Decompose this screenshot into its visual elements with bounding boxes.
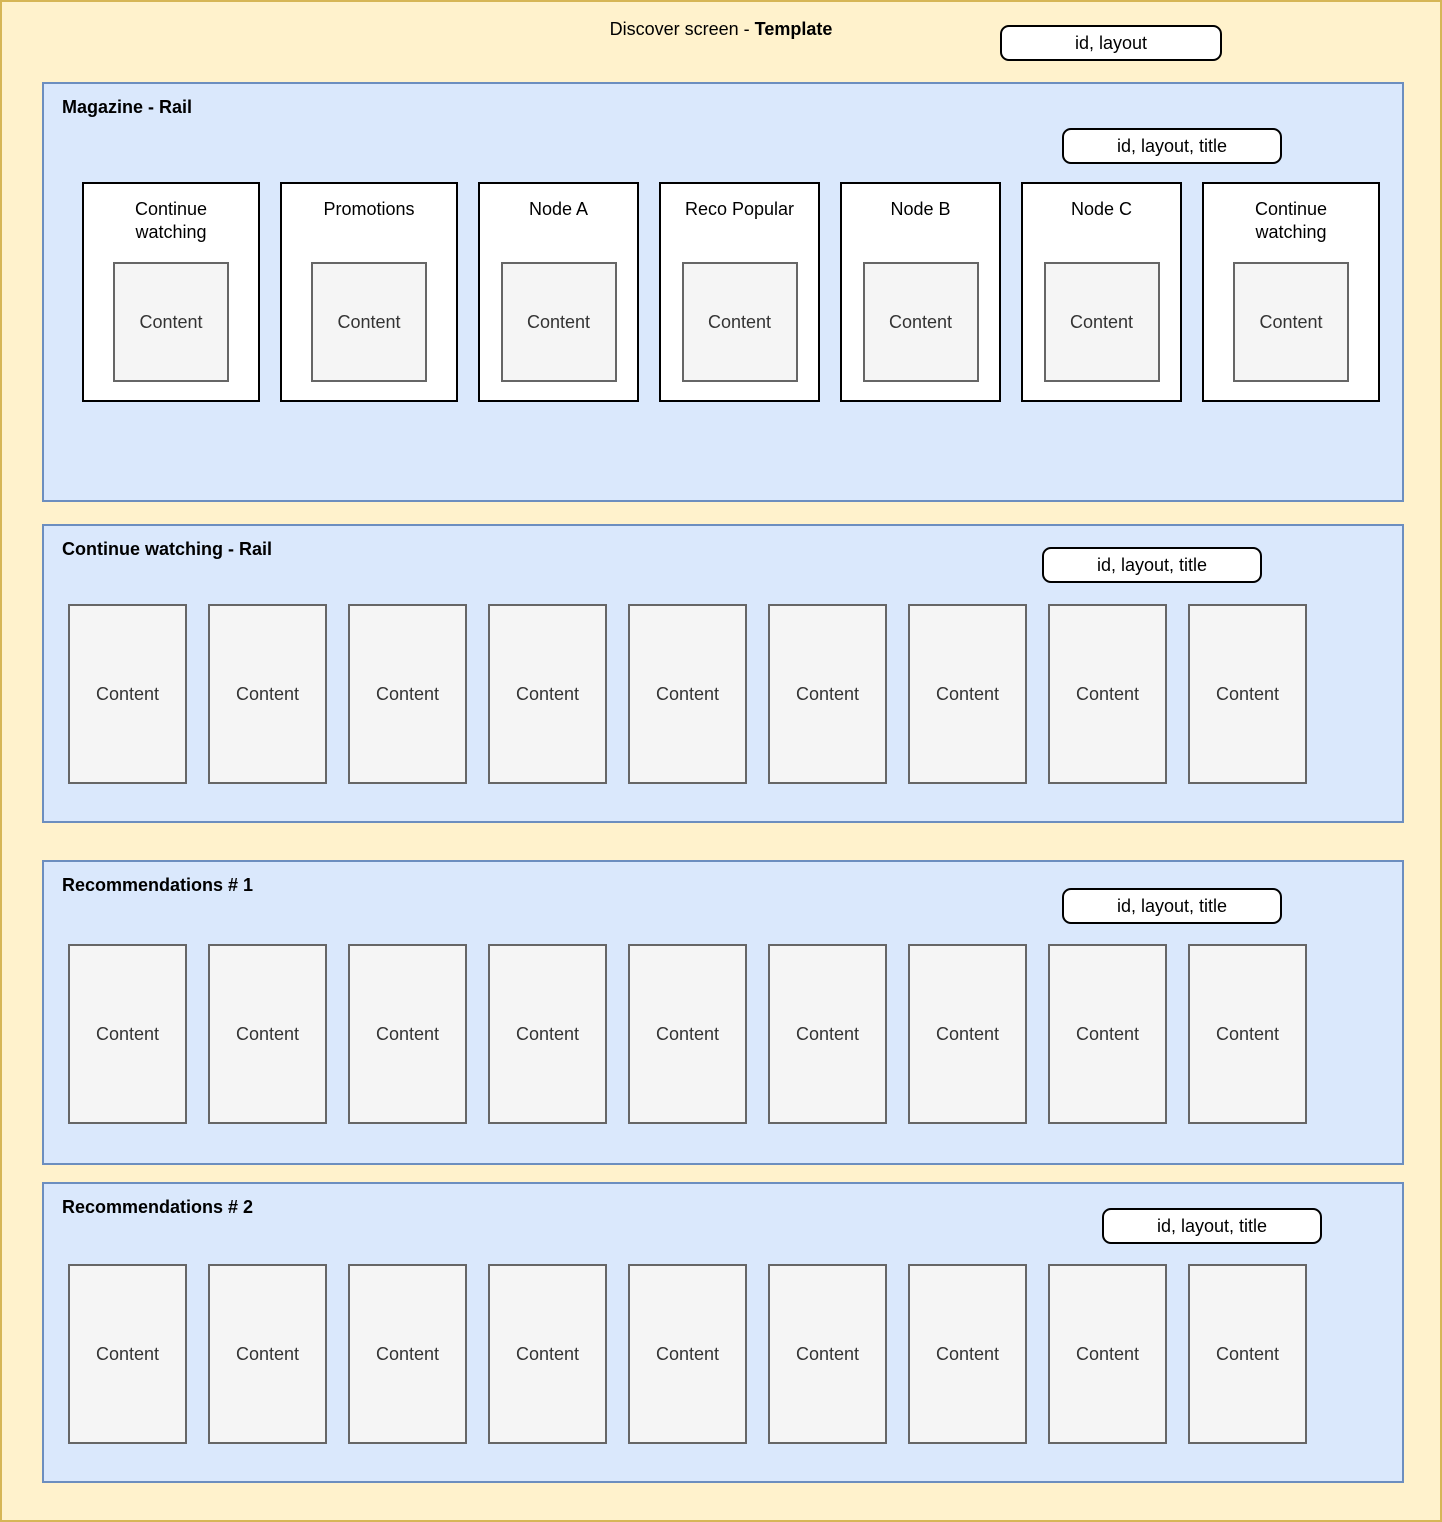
content-placeholder: Content: [1188, 944, 1307, 1124]
content-placeholder: Content: [348, 604, 467, 784]
card-title: Node A: [528, 199, 589, 219]
card-title: Node B: [890, 199, 951, 219]
content-placeholder: Content: [908, 1264, 1027, 1444]
page-title-prefix: Discover screen -: [609, 19, 755, 39]
content-placeholder: Content: [628, 944, 747, 1124]
section-continue-watching-rail: Continue watching - Rail id, layout, tit…: [42, 524, 1404, 823]
content-placeholder: Content: [113, 262, 229, 382]
content-placeholder: Content: [862, 262, 979, 382]
magazine-card-node-a: Node A Content: [478, 182, 639, 402]
magazine-cards-row: Continue watching Content Promotions Con…: [82, 182, 1380, 402]
content-placeholder: Content: [1188, 604, 1307, 784]
screen-fields-badge: id, layout: [1000, 25, 1222, 61]
content-placeholder: Content: [681, 262, 798, 382]
content-placeholder: Content: [628, 1264, 747, 1444]
card-title: Continue watching: [1254, 199, 1328, 243]
content-placeholder: Content: [1188, 1264, 1307, 1444]
content-placeholder: Content: [1233, 262, 1349, 382]
content-placeholder: Content: [1043, 262, 1160, 382]
magazine-card-continue-watching: Continue watching Content: [82, 182, 260, 402]
content-placeholder: Content: [208, 604, 327, 784]
magazine-card-promotions: Promotions Content: [280, 182, 458, 402]
content-placeholder: Content: [908, 944, 1027, 1124]
content-placeholder: Content: [1048, 604, 1167, 784]
content-placeholder: Content: [768, 604, 887, 784]
content-placeholder: Content: [1048, 1264, 1167, 1444]
content-placeholder: Content: [348, 944, 467, 1124]
content-placeholder: Content: [311, 262, 427, 382]
content-placeholder: Content: [488, 604, 607, 784]
rail-fields-badge: id, layout, title: [1062, 888, 1282, 924]
content-placeholder: Content: [208, 944, 327, 1124]
section-recommendations-1: Recommendations # 1 id, layout, title Co…: [42, 860, 1404, 1165]
content-placeholder: Content: [1048, 944, 1167, 1124]
content-placeholder: Content: [68, 944, 187, 1124]
section-title: Continue watching - Rail: [62, 539, 272, 559]
recommendations-1-items-row: Content Content Content Content Content …: [68, 944, 1307, 1124]
card-title: Reco Popular: [684, 199, 795, 219]
section-title: Magazine - Rail: [62, 97, 193, 117]
content-placeholder: Content: [628, 604, 747, 784]
content-placeholder: Content: [488, 1264, 607, 1444]
section-magazine-rail: Magazine - Rail id, layout, title Contin…: [42, 82, 1404, 502]
page-title-bold: Template: [754, 19, 833, 39]
content-placeholder: Content: [208, 1264, 327, 1444]
content-placeholder: Content: [500, 262, 617, 382]
rail-fields-badge: id, layout, title: [1042, 547, 1262, 583]
content-placeholder: Content: [348, 1264, 467, 1444]
magazine-card-node-b: Node B Content: [840, 182, 1001, 402]
content-placeholder: Content: [68, 1264, 187, 1444]
content-placeholder: Content: [768, 944, 887, 1124]
content-placeholder: Content: [768, 1264, 887, 1444]
content-placeholder: Content: [488, 944, 607, 1124]
card-title: Node C: [1070, 199, 1133, 219]
magazine-card-continue-watching-2: Continue watching Content: [1202, 182, 1380, 402]
recommendations-2-items-row: Content Content Content Content Content …: [68, 1264, 1307, 1444]
magazine-card-reco-popular: Reco Popular Content: [659, 182, 820, 402]
rail-fields-badge: id, layout, title: [1102, 1208, 1322, 1244]
section-recommendations-2: Recommendations # 2 id, layout, title Co…: [42, 1182, 1404, 1483]
card-title: Continue watching: [134, 199, 208, 243]
section-title: Recommendations # 1: [62, 875, 254, 895]
page-title: Discover screen - Template: [2, 19, 1440, 40]
rail-fields-badge: id, layout, title: [1062, 128, 1282, 164]
card-title: Promotions: [323, 199, 415, 219]
magazine-card-node-c: Node C Content: [1021, 182, 1182, 402]
content-placeholder: Content: [908, 604, 1027, 784]
content-placeholder: Content: [68, 604, 187, 784]
section-title: Recommendations # 2: [62, 1197, 254, 1217]
continue-watching-items-row: Content Content Content Content Content …: [68, 604, 1307, 784]
